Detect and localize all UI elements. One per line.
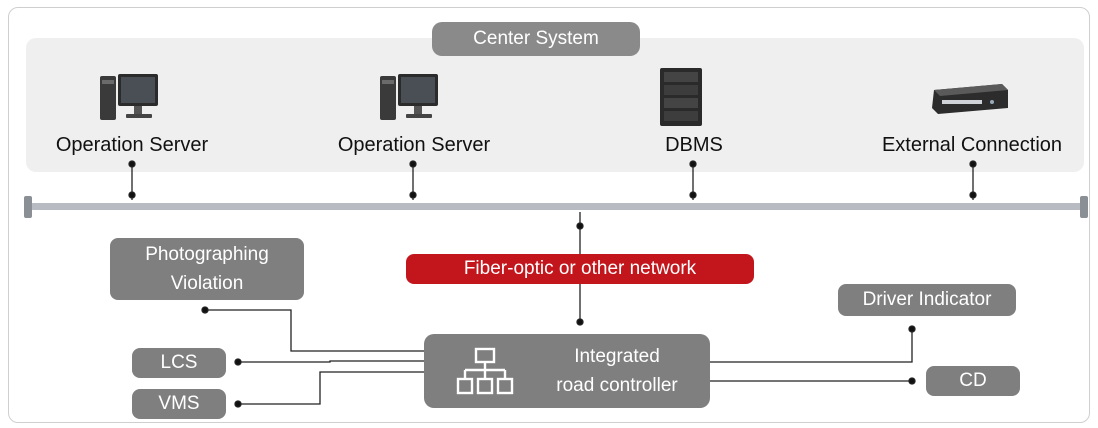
center-system-title: Center System [432, 22, 640, 56]
node-label-dbms: DBMS [665, 134, 723, 156]
photographing-violation-line-1: Photographing [145, 244, 269, 265]
node-label-operation-server-1: Operation Server [55, 134, 209, 156]
bus-end-right [1080, 196, 1088, 218]
cd-box: CD [926, 366, 1020, 396]
vms-box: VMS [132, 389, 226, 419]
photographing-violation-line-2: Violation [170, 273, 244, 294]
driver-indicator-box: Driver Indicator [838, 284, 1016, 316]
bus-end-left [24, 196, 32, 218]
node-label-external-connection: External Connection [881, 134, 1063, 156]
center-system-panel [26, 38, 1084, 172]
lcs-box: LCS [132, 348, 226, 378]
desktop-pc-icon [380, 74, 438, 120]
network-label: Fiber-optic or other network [406, 254, 754, 284]
network-bus [30, 203, 1084, 210]
server-rack-icon [660, 68, 702, 126]
node-label-operation-server-2: Operation Server [337, 134, 491, 156]
integrated-road-controller-box: Integrated road controller [424, 334, 710, 408]
photographing-violation-box: Photographing Violation [110, 238, 304, 300]
network-appliance-icon [932, 84, 1008, 114]
integrated-road-controller-label: Integrated road controller [542, 342, 692, 400]
hierarchy-icon [456, 347, 514, 395]
desktop-pc-icon [100, 74, 158, 120]
controller-line-2: road controller [556, 375, 678, 396]
controller-line-1: Integrated [574, 346, 660, 367]
